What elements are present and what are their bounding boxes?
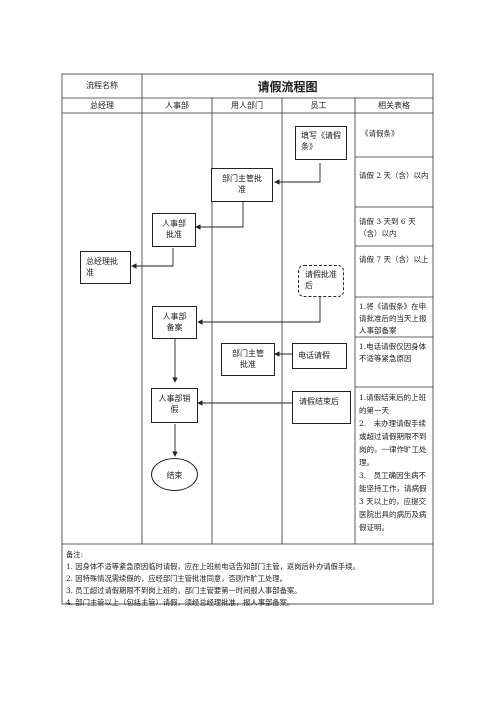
node-gm-approve: 总经理批准 [80,251,131,284]
notes-heading: 备注: [66,550,84,559]
ref-hr-record: 1.将《请假条》在申请批准后的当天上报人事部备案 [359,302,427,335]
node-dept-approve: 部门主管批准 [211,168,273,202]
ref-phone-leave: 1.电话请假仅因身体不适等紧急原因 [359,342,427,363]
column-header-hr: 人事部 [165,101,189,110]
ref-2-days: 请假 2 天（含）以内 [359,171,429,180]
column-header-forms: 相关表格 [378,101,410,110]
ref-leave-form: 《请假条》 [361,129,399,138]
node-hr-approve: 人事部批准 [152,213,196,247]
column-header-dept: 用人部门 [231,101,263,110]
notes-item-1: 1. 因身体不适等紧急原因临时请假，应在上班前电话告知部门主管，返岗后补办请假手… [66,562,360,571]
notes-item-3: 3. 员工超过请假期限不到岗上班的，部门主管要第一时间报人事部备案。 [66,586,302,595]
notes-item-4: 4. 部门主管以上（包括主管）请假，须经总经理批准，报人事部备案。 [66,598,295,607]
node-phone-leave: 电话请假 [292,343,347,369]
node-hr-cancel: 人事部销假 [151,388,198,423]
node-dept-approve-2: 部门主管批准 [221,343,275,376]
process-name-label: 流程名称 [86,81,118,90]
node-hr-record: 人事部备案 [152,306,197,339]
column-header-employee: 员工 [310,101,327,110]
ref-7-days: 请假 7 天（含）以上 [359,255,429,264]
node-fill-form: 填写《请假条》 [295,126,347,160]
ref-after-leave: 1.请假结束后的上班的第一天 2. 未办理请假手续或超过请假期限不到岗的，一律作… [359,393,427,532]
notes-item-2: 2. 因特殊情况需续假的，应经部门主管批准同意，否则作旷工处理。 [66,574,287,583]
column-header-gm: 总经理 [90,101,114,110]
node-end: 结束 [151,458,198,491]
ref-3-6-days: 请假 3 天到 6 天（含）以内 [359,217,416,238]
page-title: 请假流程图 [257,80,318,94]
node-leave-end: 请假结束后 [292,391,351,424]
node-after-approval: 请假批准后 [298,265,344,297]
